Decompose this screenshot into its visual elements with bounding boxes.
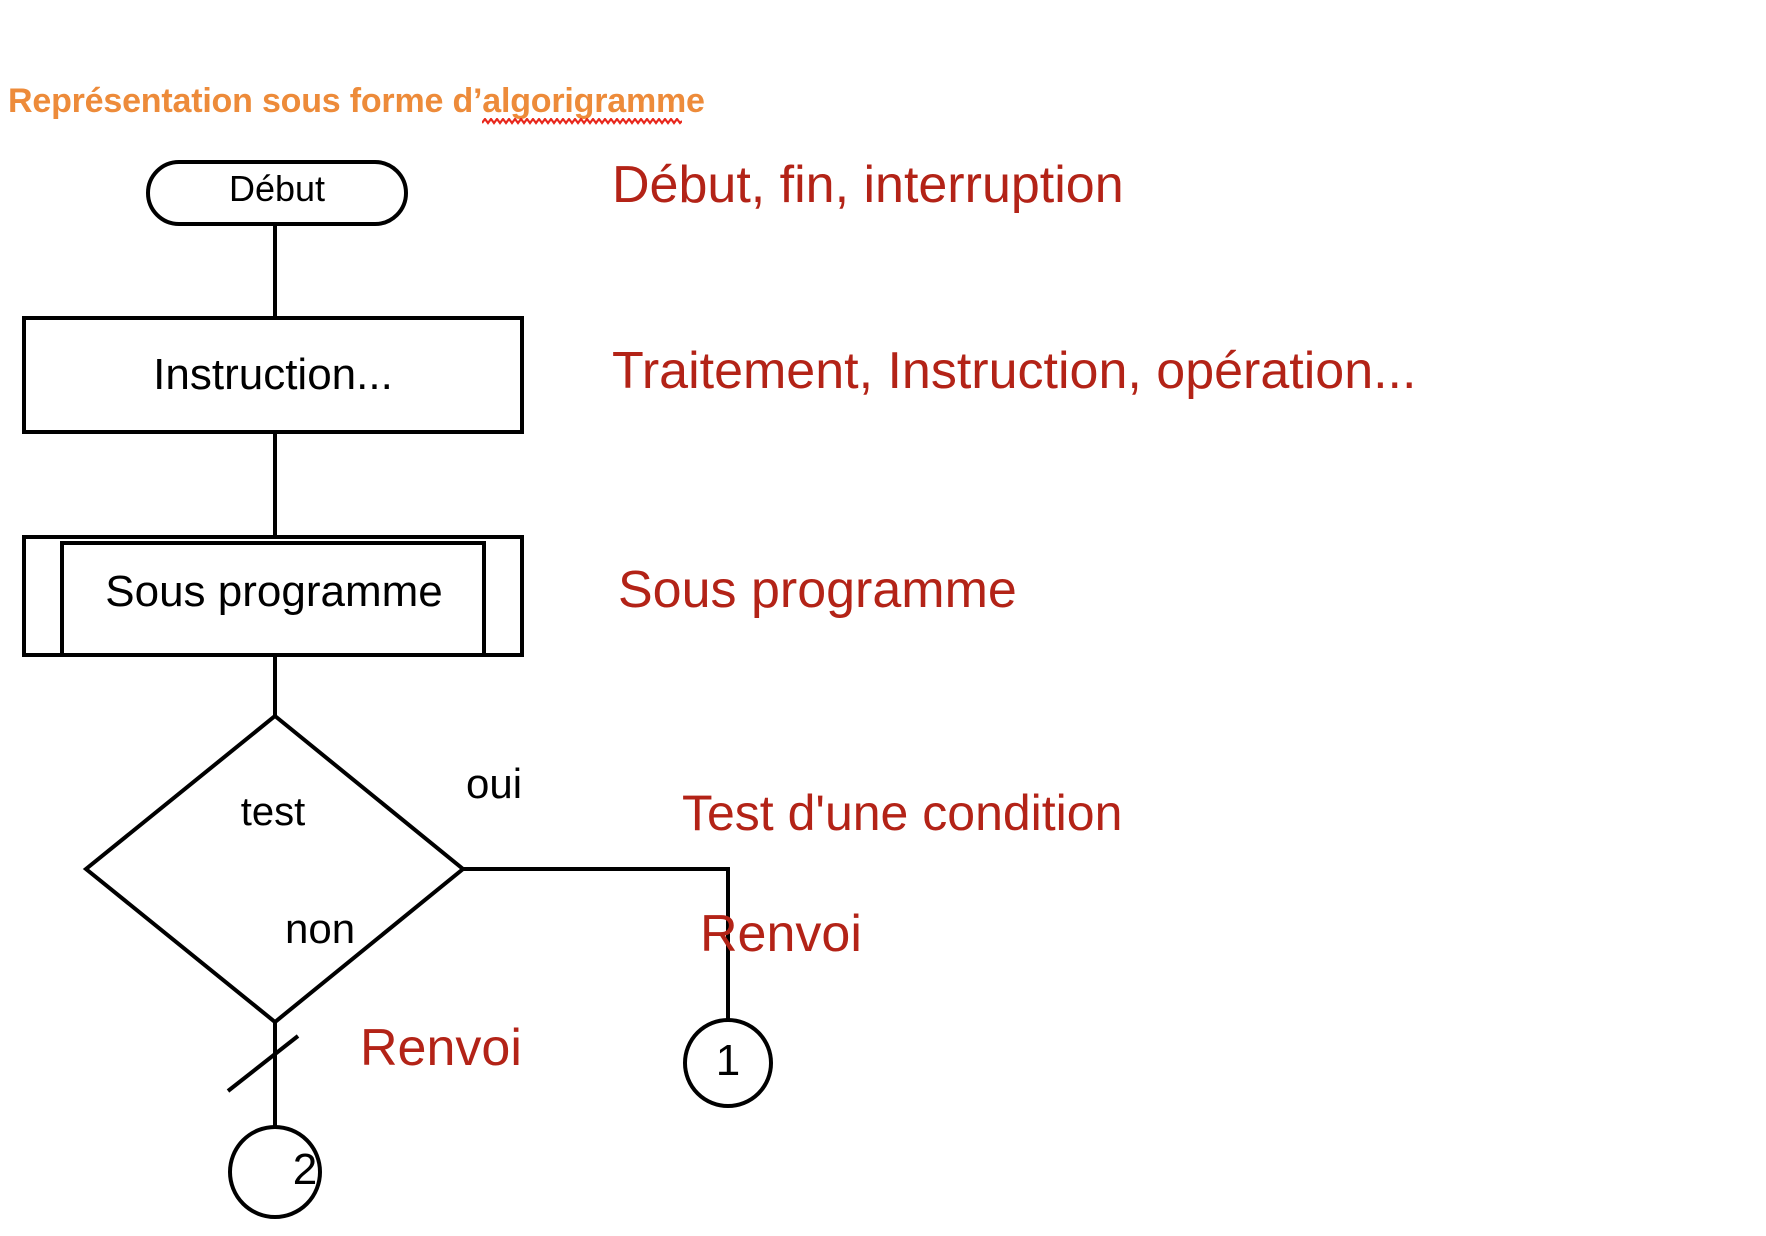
legend-subroutine-text: Sous programme [618, 561, 1017, 619]
legend-decision-text: Test d'une condition [682, 785, 1123, 841]
edge-decision-oui [463, 867, 730, 1020]
node-connector-2-shape [228, 1125, 322, 1219]
node-connector-1-shape [683, 1018, 773, 1108]
page-title-prefix: Représentation sous forme d’ [8, 82, 483, 120]
legend-connector-2-text: Renvoi [360, 1019, 522, 1077]
node-decision-label: test [240, 790, 306, 834]
page-title: Représentation sous forme d’algorigramme [8, 82, 705, 125]
legend-connector-1-text: Renvoi [700, 905, 862, 963]
node-connector-1-label: 1 [715, 1036, 741, 1085]
spellcheck-squiggle-icon [482, 118, 683, 125]
page-title-misspelled-text: algorigramme [482, 82, 705, 120]
node-process-label: Instruction... [153, 350, 393, 399]
page-title-misspelled-word: algorigramme [482, 82, 705, 125]
legend-terminal-text: Début, fin, interruption [612, 156, 1124, 214]
edge-label-non: non [285, 905, 356, 952]
legend-process-text: Traitement, Instruction, opération... [612, 342, 1417, 400]
edge-label-oui: oui [466, 760, 523, 807]
node-decision-shape [82, 713, 467, 1025]
node-subroutine-label: Sous programme [105, 567, 443, 616]
node-connector-2-label: 2 [292, 1145, 318, 1194]
node-start-label: Début [228, 168, 326, 209]
edge-non-slash-mark [226, 1034, 300, 1093]
